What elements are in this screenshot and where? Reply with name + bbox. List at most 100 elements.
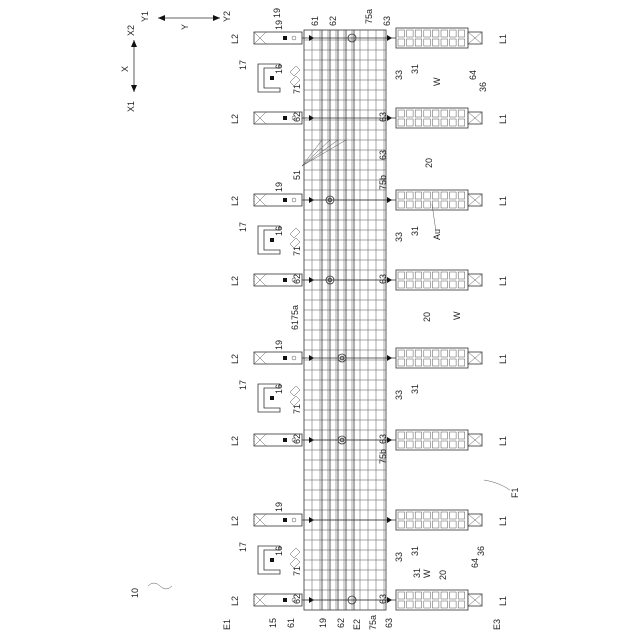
operator-marker: [270, 238, 274, 242]
label-20-middle: 20: [422, 312, 432, 322]
left-station: [254, 352, 302, 364]
label-51: 51: [292, 170, 302, 180]
conveyor-arrow: [309, 517, 314, 523]
label-17: 17: [238, 222, 248, 232]
label-17: 17: [238, 380, 248, 390]
label-16: 16: [274, 226, 284, 236]
station-sensor: [283, 198, 287, 202]
row-4: L2L16263: [230, 270, 508, 290]
operator-marker: [270, 76, 274, 80]
label-62-bottom: 62: [336, 618, 346, 628]
label-L1: L1: [498, 196, 508, 206]
station-sensor: [283, 116, 287, 120]
label-31-lower: 31: [412, 568, 422, 578]
conveyor-arrow: [387, 355, 392, 361]
station-sensor: [283, 438, 287, 442]
label-axis-x2: X2: [126, 25, 136, 36]
label-L1: L1: [498, 516, 508, 526]
label-L2: L2: [230, 516, 240, 526]
label-33: 33: [394, 390, 404, 400]
label-16: 16: [274, 384, 284, 394]
label-20-lower: 20: [438, 570, 448, 580]
label-E3: E3: [492, 619, 502, 630]
label-31: 31: [410, 546, 420, 556]
conveyor-arrow: [387, 197, 392, 203]
label-61-bottom: 61: [286, 618, 296, 628]
label-63: 63: [378, 112, 388, 122]
label-63-top: 63: [382, 16, 392, 26]
conveyor-arrow: [309, 437, 314, 443]
label-L1: L1: [498, 34, 508, 44]
label-L2: L2: [230, 276, 240, 286]
label-16: 16: [274, 64, 284, 74]
label-36-lower: 36: [476, 546, 486, 556]
conveyor-arrow: [309, 597, 314, 603]
operator-marker: [270, 558, 274, 562]
label-19: 19: [274, 20, 284, 30]
label-61-top: 61: [310, 16, 320, 26]
label-63-bottom: 63: [384, 618, 394, 628]
label-axis-x: X: [120, 66, 130, 72]
axis-compass: Y1 Y2 Y X2 X X1: [120, 11, 232, 112]
label-fig-number: 10: [130, 588, 140, 598]
label-31: 31: [410, 384, 420, 394]
label-L2: L2: [230, 34, 240, 44]
left-station: [254, 514, 302, 526]
label-33: 33: [394, 232, 404, 242]
label-75b-lower: 75b: [378, 449, 388, 464]
conveyor-rows: L2L1171671333119L2L16263L2L1171671333119…: [230, 20, 508, 610]
conveyor-arrow: [309, 277, 314, 283]
label-62: 62: [292, 594, 302, 604]
label-axis-y: Y: [180, 24, 190, 30]
station-sensor: [283, 356, 287, 360]
label-75a-bottom: 75a: [368, 615, 378, 630]
label-33: 33: [394, 70, 404, 80]
label-71: 71: [292, 404, 302, 414]
axis-x2-arrow: [131, 40, 137, 47]
label-19-bottom: 19: [318, 618, 328, 628]
operator-marker: [270, 396, 274, 400]
robot-arm: [290, 548, 300, 568]
robot-arm: [290, 386, 300, 406]
left-station: [254, 194, 302, 206]
label-axis-y1: Y1: [140, 11, 150, 22]
label-15: 15: [268, 618, 278, 628]
label-L1: L1: [498, 114, 508, 124]
label-75b-upper: 75b: [378, 175, 388, 190]
label-L2: L2: [230, 436, 240, 446]
label-L2: L2: [230, 114, 240, 124]
label-16: 16: [274, 546, 284, 556]
label-L2: L2: [230, 354, 240, 364]
label-63: 63: [378, 434, 388, 444]
label-Au: Au: [432, 229, 442, 240]
label-31: 31: [410, 226, 420, 236]
label-36-upper: 36: [478, 82, 488, 92]
row-7: L2L1171671333119: [230, 502, 508, 576]
label-W-upper: W: [432, 77, 442, 86]
label-62: 62: [292, 274, 302, 284]
conveyor-arrow: [309, 197, 314, 203]
station-sensor: [283, 598, 287, 602]
label-axis-y2: Y2: [222, 11, 232, 22]
label-W-middle: W: [452, 311, 462, 320]
label-63-upper: 63: [378, 150, 388, 160]
leader-F1: [484, 480, 510, 490]
label-75a-top: 75a: [364, 9, 374, 24]
label-L2: L2: [230, 196, 240, 206]
label-71: 71: [292, 566, 302, 576]
row-2: L2 L1 62 63: [230, 108, 508, 128]
robot-arm: [290, 66, 300, 86]
label-E1: E1: [222, 619, 232, 630]
robot-arm: [290, 228, 300, 248]
label-L1: L1: [498, 276, 508, 286]
leader-fig-number: [148, 583, 172, 589]
label-L1: L1: [498, 354, 508, 364]
label-62: 62: [292, 112, 302, 122]
label-62-top: 62: [328, 16, 338, 26]
row-6: L2L16263: [230, 430, 508, 450]
label-6175a: 6175a: [290, 305, 300, 330]
label-L1: L1: [498, 596, 508, 606]
label-19: 19: [274, 502, 284, 512]
station-sensor: [283, 278, 287, 282]
